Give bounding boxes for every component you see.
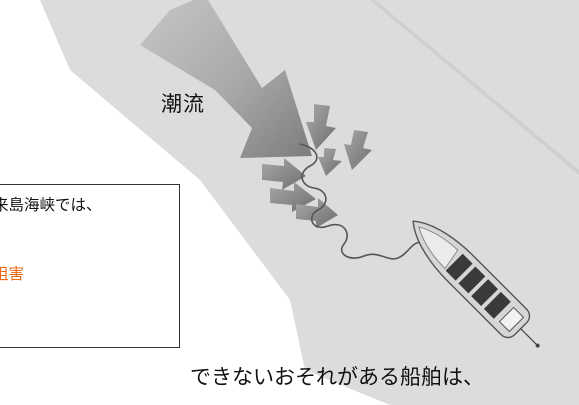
bottom-text: できないおそれがある船舶は、 xyxy=(190,365,484,389)
ship-icon xyxy=(412,220,540,348)
info-box: 来島海峡では、 阻害 xyxy=(0,184,180,348)
info-highlight-text: 阻害 xyxy=(0,265,25,283)
info-text-line: 来島海峡では、 xyxy=(0,196,102,214)
strait-channel-shore-edge xyxy=(370,0,579,175)
wavy-line-icon xyxy=(299,143,421,260)
current-arrow-icon xyxy=(262,104,372,228)
current-label: 潮流 xyxy=(161,92,205,116)
current-arrow-icon xyxy=(140,0,312,158)
